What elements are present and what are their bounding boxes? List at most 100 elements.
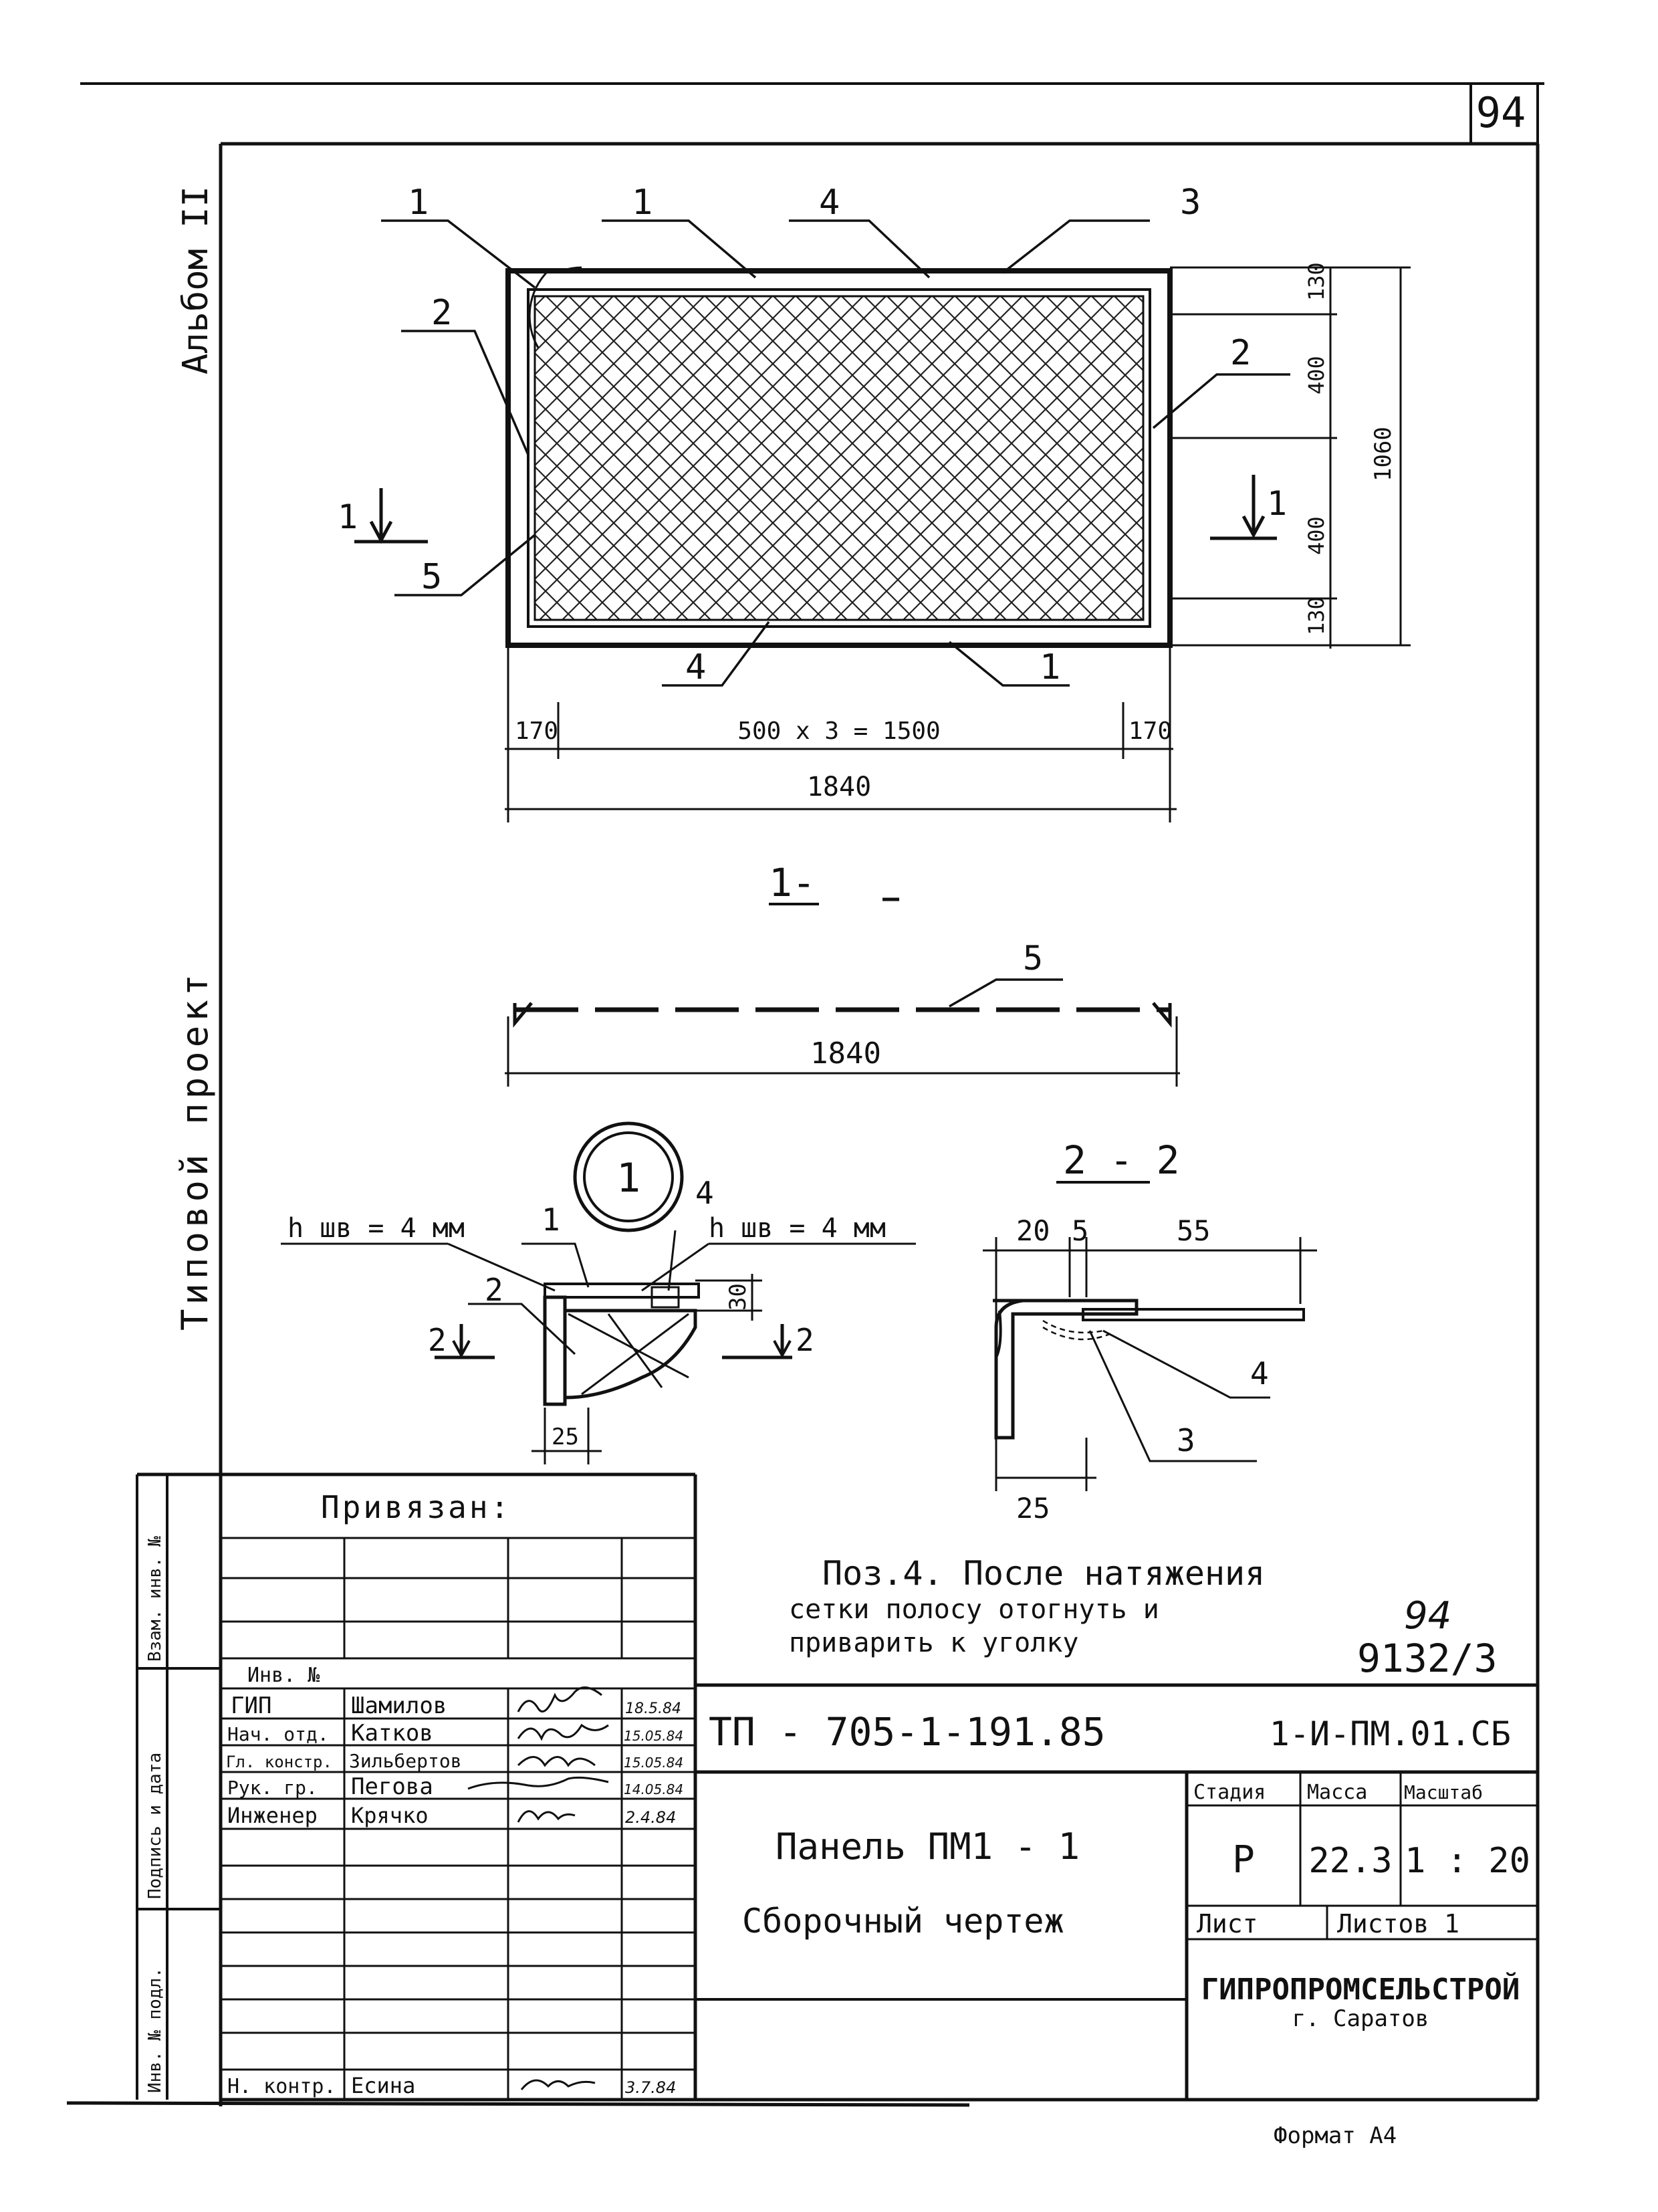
dim-170-left: 170 [515,717,558,745]
section-2-callout-4: 4 [1250,1355,1269,1392]
head-stage: Стадия [1193,1781,1266,1804]
note-line-2: сетки полосу отогнуть и [789,1594,1159,1625]
dim-1500: 500 x 3 = 1500 [737,717,940,745]
dim-400-lower: 400 [1304,516,1329,555]
callout-1a: 1 [408,183,429,223]
note-line-3: приварить к уголку [789,1628,1078,1658]
node-section-mark-left: 2 [428,1322,447,1358]
section-2-dim-25: 25 [1016,1492,1050,1525]
row-name-4: Крячко [351,1803,429,1828]
dim-400-upper: 400 [1304,356,1329,395]
row-role-3: Рук. гр. [227,1777,318,1799]
title-line-2: Сборочный чертеж [742,1902,1064,1941]
row-name-3: Пегова [351,1773,433,1800]
side-label-podp: Подпись и дата [145,1753,165,1899]
signature-rows: ГИП Шамилов 18.5.84 Нач. отд. Катков 15.… [226,1692,683,2098]
stamp-number-bottom: 9132/3 [1357,1636,1498,1681]
section-1-1: 1- 5 1840 [505,860,1180,1087]
node-1-detail: 1 h шв = 4 мм h шв = 4 мм [281,1121,916,1464]
head-scale: Масштаб [1404,1781,1483,1803]
format-label: Формат А4 [1274,2122,1397,2149]
list-label: Лист [1197,1909,1258,1939]
dim-1840: 1840 [807,772,871,802]
sheet-code: 1-И-ПМ.01.СБ [1270,1715,1511,1753]
row-name-1: Катков [351,1720,433,1747]
row-date-1: 15.05.84 [624,1728,683,1744]
callout-1c: 1 [1040,647,1060,687]
callout-3: 3 [1180,183,1201,223]
mesh-pattern [534,295,1145,621]
weld-note-left: h шв = 4 мм [287,1213,465,1244]
section-1-callout-5: 5 [1023,939,1043,978]
section-1-title: 1- [769,860,816,905]
value-scale: 1 : 20 [1405,1841,1530,1881]
org-name: ГИПРОПРОМСЕЛЬСТРОЙ [1201,1971,1520,2007]
section-2-2: 2 - 2 20 5 55 25 4 3 [983,1137,1317,1525]
section-2-dim-55: 55 [1177,1214,1211,1247]
row-date-2: 15.05.84 [624,1755,683,1771]
lists-label: Листов 1 [1337,1909,1459,1939]
row-role-1: Нач. отд. [227,1723,329,1745]
stamp-number-top: 94 [1404,1594,1451,1638]
section-mark-left: 1 [338,497,358,536]
title-block [136,1472,1538,2102]
section-mark-right: 1 [1267,484,1287,523]
node-dim-25: 25 [552,1424,579,1450]
dim-130-bottom: 130 [1304,596,1329,635]
row-name-0: Шамилов [351,1692,447,1719]
side-label-inv: Инв. № подл. [145,1967,165,2093]
row-date-3: 14.05.84 [624,1781,683,1797]
note-block: Поз.4. После натяжения сетки полосу отог… [789,1554,1265,1658]
page-number: 94 [1476,88,1526,137]
section-2-dim-5: 5 [1072,1214,1088,1247]
side-label-vzam: Взам. инв. № [145,1536,165,1662]
node-dim-30: 30 [725,1283,751,1311]
panel-frame-outer [505,268,1173,648]
node-callout-2: 2 [485,1272,503,1308]
section-2-dim-20: 20 [1016,1214,1050,1247]
node-circle-outer [573,1121,684,1232]
row-role-5: Н. контр. [227,2075,336,2098]
detail-circle [528,269,550,348]
row-date-5: 3.7.84 [625,2078,676,2097]
value-stage: Р [1232,1838,1255,1882]
org-city: г. Саратов [1292,2005,1429,2032]
dim-130-top: 130 [1304,262,1329,301]
title-line-1: Панель ПМ1 - 1 [776,1826,1080,1868]
row-role-4: Инженер [227,1803,318,1828]
doc-code: ТП - 705-1-191.85 [709,1709,1106,1755]
head-mass: Масса [1307,1781,1367,1804]
row-name-2: Зильбертов [349,1750,462,1772]
callout-2b: 2 [1230,333,1251,373]
dim-170-right: 170 [1129,717,1172,745]
section-2-callout-3: 3 [1177,1422,1195,1458]
dim-1060: 1060 [1370,427,1397,481]
node-circle-inner [583,1131,674,1222]
node-callout-1: 1 [542,1202,560,1238]
callout-5: 5 [421,557,442,597]
project-type-label: Типовой проект [174,970,216,1331]
callout-4a: 4 [819,183,840,223]
inv-label: Инв. № [247,1664,320,1687]
signatures [467,1686,609,2090]
callout-4b: 4 [685,647,706,687]
section-1-dim-1840: 1840 [810,1036,881,1071]
weld-note-right: h шв = 4 мм [709,1213,886,1244]
node-section-mark-right: 2 [796,1322,814,1358]
row-date-4: 2.4.84 [625,1808,676,1827]
privyazan-label: Привязан: [321,1489,511,1525]
callout-2a: 2 [431,293,452,333]
node-callout-4a: 4 [695,1175,714,1211]
callout-1b: 1 [632,183,653,223]
album-label: Альбом II [176,186,216,374]
value-mass: 22.3 [1308,1841,1392,1881]
row-role-0: ГИП [231,1692,271,1719]
node-number: 1 [616,1155,640,1202]
panel-frame-inner [527,288,1151,628]
section-2-title: 2 - 2 [1063,1137,1180,1183]
row-date-0: 18.5.84 [625,1700,681,1717]
plan-view: 1 1 4 3 2 2 5 4 1 1 1 130 400 [338,183,1411,822]
row-name-5: Есина [351,2073,415,2098]
row-role-2: Гл. констр. [226,1753,332,1771]
